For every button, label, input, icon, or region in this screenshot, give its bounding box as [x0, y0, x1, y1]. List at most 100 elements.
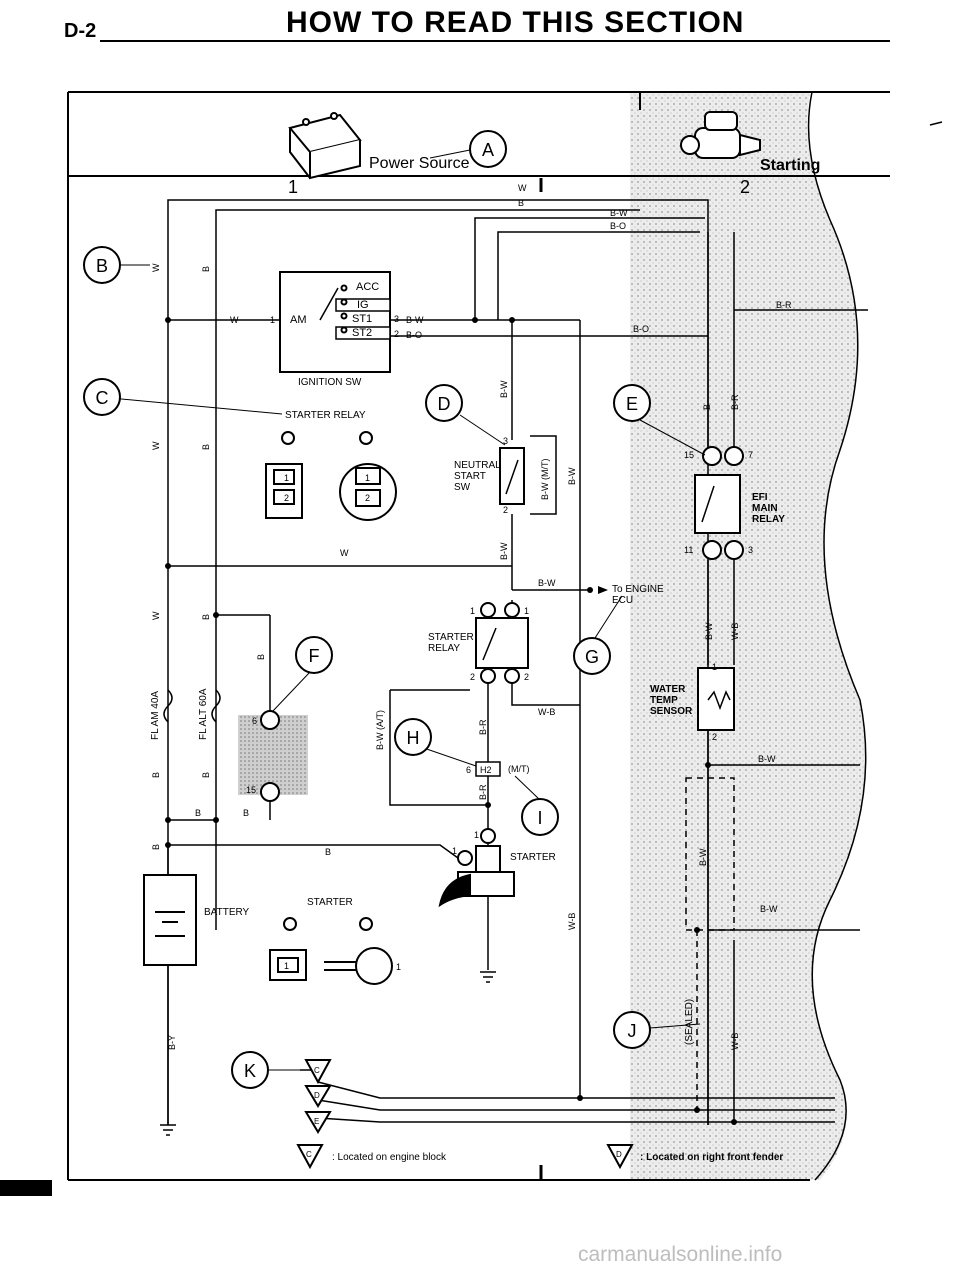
diagram-label: EFI [752, 492, 768, 503]
power-source-label: Power Source [369, 155, 470, 172]
power-source-leader [429, 149, 471, 159]
sheet2-wavy-edge [807, 91, 867, 1181]
diagram-label: 2 [503, 505, 508, 515]
sheet-1-label: 1 [288, 177, 298, 197]
diagram-label: 2 [712, 732, 717, 742]
junction-dots [165, 317, 737, 1125]
diagram-label: B [702, 404, 712, 410]
diagram-label: B-W [406, 315, 424, 325]
diagram-label: AM [290, 314, 307, 326]
diagram-label: W-B [567, 913, 577, 930]
diagram-label: B-O [633, 324, 649, 334]
starter-relay-connectors [265, 431, 397, 521]
callout-b: B [83, 246, 121, 284]
diagram-label: B-Y [167, 1035, 177, 1050]
diagram-label: W [151, 263, 161, 272]
callout-d: D [425, 384, 463, 422]
callout-leaders [120, 264, 706, 1071]
diagram-label: FL ALT 60A [198, 688, 209, 740]
diagram-label: B-W [499, 380, 509, 398]
starting-label: Starting [760, 157, 820, 174]
neutral-start-switch [499, 447, 525, 505]
diagram-label: H [407, 728, 420, 748]
callout-c: C [83, 378, 121, 416]
diagram-label: B-W (A/T) [375, 710, 385, 750]
diagram-label: B-R [776, 300, 792, 310]
diagram-label: B-W [610, 208, 628, 218]
diagram-label: W [151, 441, 161, 450]
diagram-label: IG [357, 299, 369, 311]
diagram-label: B-W [760, 904, 778, 914]
diagram-label: 1 [270, 315, 275, 325]
legend-engine-block: : Located on engine block [332, 1152, 447, 1163]
fusible-links [163, 689, 221, 723]
diagram-label: W [518, 183, 527, 193]
legend-right-fender: : Located on right front fender [640, 1152, 783, 1163]
callout-e: E [613, 384, 651, 422]
diagram-label: B-O [610, 221, 626, 231]
diagram-label: W-B [538, 707, 555, 717]
efi-main-relay [694, 446, 744, 560]
diagram-label: 2 [394, 329, 399, 339]
diagram-label: B-R [478, 784, 488, 800]
diagram-label: B [201, 614, 211, 620]
callout-k: K [231, 1051, 269, 1089]
diagram-label: B-W [704, 622, 714, 640]
diagram-label: B-W (M/T) [540, 459, 550, 500]
diagram-label: To ENGINE [612, 584, 664, 595]
diagram-label: 3 [748, 545, 753, 555]
diagram-label: W [230, 315, 239, 325]
diagram-label: 11 [684, 545, 693, 555]
diagram-label: 1 [470, 606, 475, 616]
diagram-label: B [325, 847, 331, 857]
callout-a: A [469, 130, 507, 168]
diagram-label: B [201, 444, 211, 450]
diagram-label: B [96, 256, 108, 276]
diagram-label: STARTER [510, 852, 556, 863]
diagram-label: F [309, 646, 320, 666]
diagram-label: D [616, 1150, 622, 1159]
diagram-label: STARTER [428, 632, 474, 643]
ground-points [296, 1059, 634, 1170]
diagram-label: IGNITION SW [298, 377, 362, 388]
diagram-label: G [585, 647, 599, 667]
connector-f-pins [260, 710, 280, 802]
diagram-label: WATER [650, 684, 686, 695]
diagram-label: B [201, 266, 211, 272]
diagram-label: 1 [284, 961, 289, 971]
diagram-label: D [314, 1091, 320, 1100]
diagram-label: 1 [712, 662, 717, 672]
diagram-label: B-W [499, 542, 509, 560]
page-title: HOW TO READ THIS SECTION [286, 6, 745, 39]
diagram-label: SENSOR [650, 706, 693, 717]
diagram-label: B-W [567, 467, 577, 485]
diagram-label: 15 [246, 785, 256, 795]
diagram-label: 3 [394, 314, 399, 324]
diagram-label: E [626, 394, 638, 414]
callout-f: F [295, 636, 333, 674]
diagram-label: 6 [466, 765, 471, 775]
diagram-frame [67, 91, 890, 1181]
diagram-label: C [306, 1150, 312, 1159]
dashed-wire [685, 777, 735, 1110]
diagram-label: C [96, 388, 109, 408]
callout-i: I [521, 798, 559, 836]
diagram-label: 2 [470, 672, 475, 682]
diagram-label: 3 [503, 436, 508, 446]
sheet-2-label: 2 [740, 177, 750, 197]
battery-symbol [143, 874, 197, 966]
diagram-label: 1 [284, 473, 289, 483]
diagram-label: SW [454, 482, 471, 493]
diagram-label: FL AM 40A [150, 691, 161, 740]
page-header: D-2 HOW TO READ THIS SECTION [0, 0, 960, 50]
diagram-label: TEMP [650, 695, 678, 706]
diagram-label: STARTER RELAY [285, 410, 366, 421]
diagram-label: B-O [406, 330, 422, 340]
diagram-label: 2 [524, 672, 529, 682]
diagram-label: (SEALED) [684, 999, 695, 1045]
diagram-label: J [628, 1021, 637, 1041]
diagram-label: W [340, 548, 349, 558]
starter-relay [475, 602, 529, 684]
diagram-label: W-B [730, 623, 740, 640]
